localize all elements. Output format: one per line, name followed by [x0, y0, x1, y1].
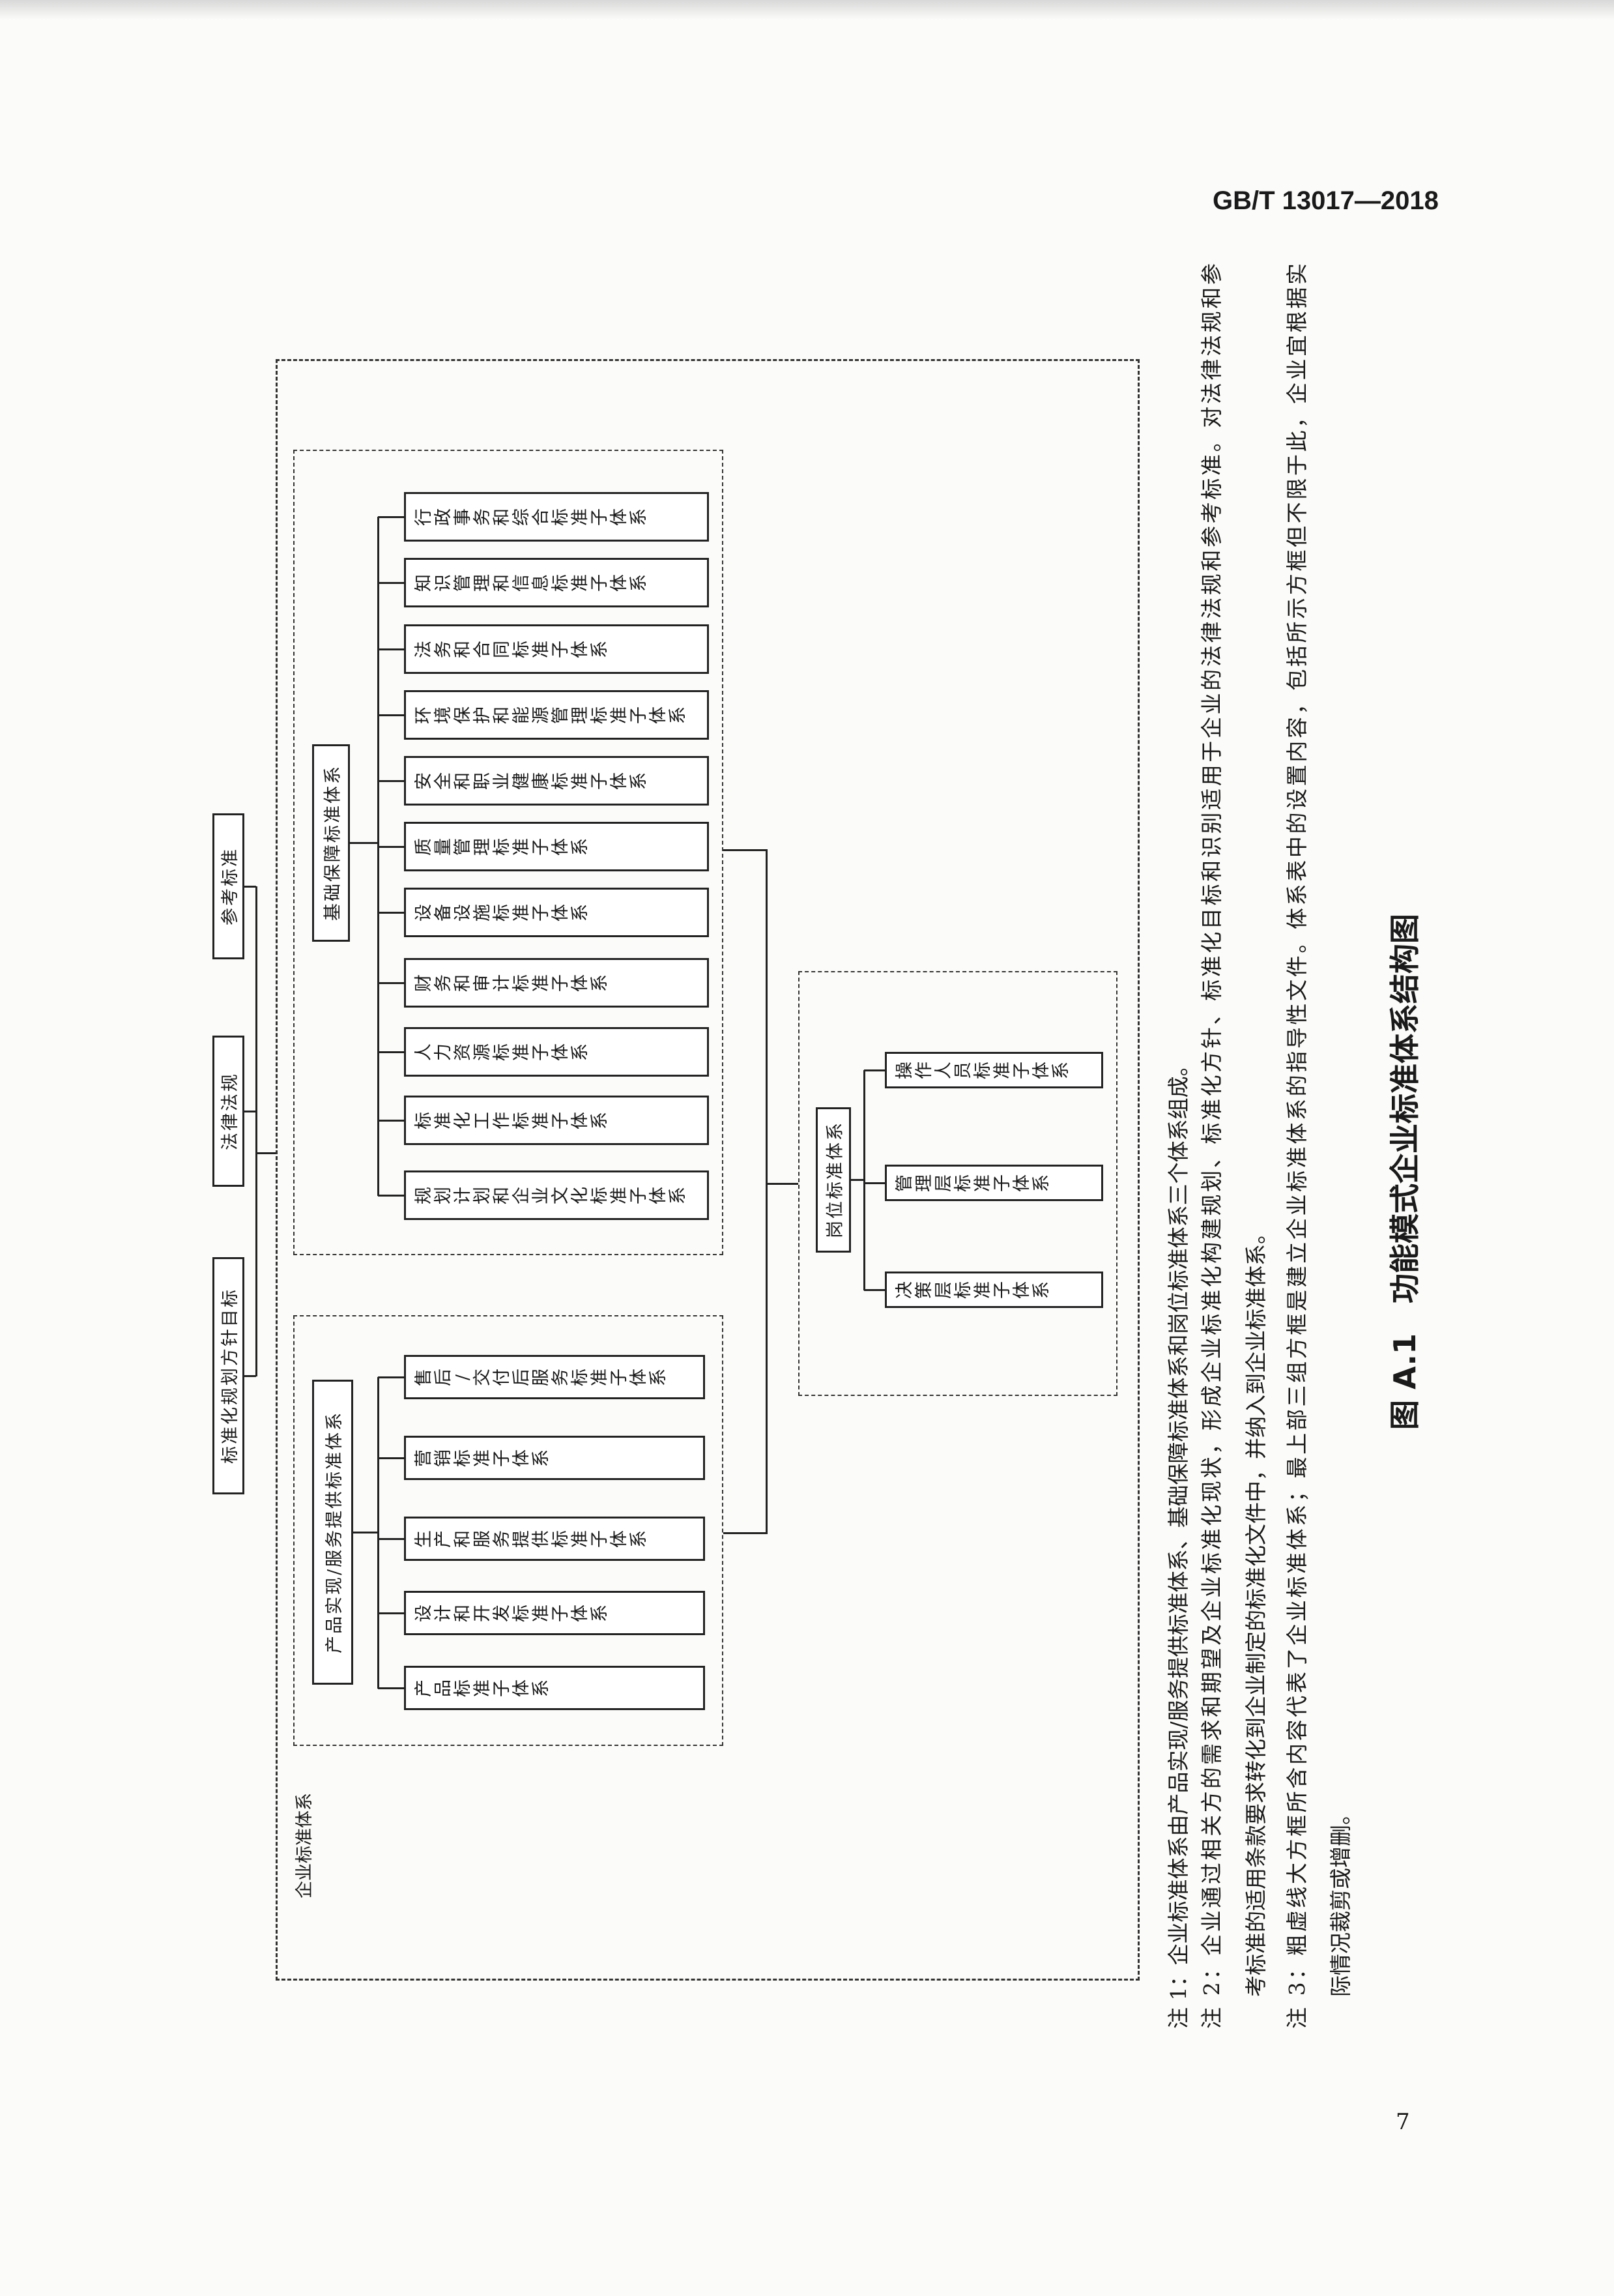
post-standard-title: 岗位标准体系 [816, 1107, 851, 1253]
connector [378, 582, 404, 584]
connector [766, 1183, 798, 1185]
connector [255, 886, 257, 1376]
enterprise-standard-system-frame [276, 359, 1140, 1981]
connector [353, 1532, 379, 1533]
connector [244, 886, 256, 888]
subsystem-label: 人力资源标准子体系 [414, 1043, 590, 1061]
page-number: 7 [1396, 2109, 1410, 2135]
connector [378, 1538, 404, 1540]
subsystem-label: 设备设施标准子体系 [414, 903, 590, 922]
guidance-box-laws: 法律法规 [212, 1036, 244, 1187]
figure-caption: 图 A.1 功能模式企业标准体系结构图 [1387, 914, 1422, 1430]
subsystem-label: 知识管理和信息标准子体系 [414, 574, 649, 592]
connector [244, 1375, 256, 1377]
note-3-line-1: 注 3：粗虚线大方框所含内容代表了企业标准体系；最上部三组方框是建立企业标准体系… [1284, 263, 1310, 2029]
connector [350, 842, 379, 844]
connector [378, 846, 404, 848]
basic-subsystem-box: 人力资源标准子体系 [404, 1027, 709, 1077]
connector [378, 714, 404, 716]
subsystem-label: 安全和职业健康标准子体系 [414, 772, 649, 790]
group-title: 基础保障标准体系 [323, 764, 343, 922]
product-realization-title: 产品实现/服务提供标准体系 [312, 1380, 353, 1685]
post-standard-frame [798, 971, 1117, 1396]
subsystem-label: 质量管理标准子体系 [414, 837, 590, 856]
note-1: 注 1：企业标准体系由产品实现/服务提供标准体系、基础保障标准体系和岗位标准体系… [1166, 1054, 1191, 2029]
connector [723, 849, 767, 851]
connector [864, 1069, 885, 1071]
subsystem-label: 生产和服务提供标准子体系 [414, 1530, 649, 1548]
basic-subsystem-box: 环境保护和能源管理标准子体系 [404, 690, 709, 740]
scan-edge [0, 0, 1614, 20]
guidance-label: 参考标准 [220, 847, 240, 925]
connector [378, 1612, 404, 1614]
subsystem-label: 标准化工作标准子体系 [414, 1111, 610, 1129]
subsystem-label: 售后/交付后服务标准子体系 [414, 1368, 669, 1386]
note-3-line-2: 际情况裁剪或增删。 [1328, 1803, 1353, 1997]
subsystem-label: 规划计划和企业文化标准子体系 [414, 1186, 688, 1204]
connector [378, 1687, 404, 1689]
standard-number: GB/T 13017—2018 [1213, 186, 1439, 215]
product-realization-frame [293, 1315, 723, 1746]
product-subsystem-box: 产品标准子体系 [404, 1666, 705, 1710]
subsystem-label: 法务和合同标准子体系 [414, 640, 610, 658]
guidance-box-reference-standards: 参考标准 [212, 813, 244, 959]
post-subsystem-box: 操作人员标准子体系 [885, 1052, 1103, 1088]
connector [378, 1120, 404, 1122]
note-2-line-1: 注 2：企业通过相关方的需求和期望及企业标准化现状，形成企业标准化构建规划、标准… [1199, 263, 1224, 2029]
connector [378, 1051, 404, 1053]
connector [377, 1377, 379, 1689]
connector [378, 516, 404, 518]
connector [378, 780, 404, 782]
connector [378, 1457, 404, 1459]
basic-subsystem-box: 质量管理标准子体系 [404, 822, 709, 871]
post-subsystem-box: 决策层标准子体系 [885, 1272, 1103, 1308]
subsystem-label: 产品标准子体系 [414, 1679, 551, 1697]
group-title: 岗位标准体系 [825, 1121, 846, 1239]
connector [723, 1532, 767, 1534]
enterprise-standard-system-label: 企业标准体系 [295, 1793, 315, 1898]
post-subsystem-box: 管理层标准子体系 [885, 1165, 1103, 1201]
note-2-line-2: 考标准的适用条款要求转化到企业制定的标准化文件中，并纳入到企业标准体系。 [1243, 1223, 1269, 1997]
basic-subsystem-box: 规划计划和企业文化标准子体系 [404, 1170, 709, 1220]
subsystem-label: 财务和审计标准子体系 [414, 974, 610, 992]
subsystem-label: 决策层标准子体系 [895, 1281, 1052, 1299]
connector [256, 1152, 276, 1154]
subsystem-label: 环境保护和能源管理标准子体系 [414, 706, 688, 724]
connector [244, 1111, 256, 1112]
basic-subsystem-box: 行政事务和综合标准子体系 [404, 492, 709, 542]
subsystem-label: 操作人员标准子体系 [895, 1061, 1071, 1079]
basic-support-title: 基础保障标准体系 [312, 744, 350, 942]
basic-subsystem-box: 财务和审计标准子体系 [404, 958, 709, 1008]
guidance-label: 法律法规 [220, 1072, 240, 1150]
subsystem-label: 行政事务和综合标准子体系 [414, 508, 649, 526]
connector [378, 1195, 404, 1197]
product-subsystem-box: 售后/交付后服务标准子体系 [404, 1355, 705, 1399]
guidance-box-planning: 标准化规划方针目标 [212, 1257, 244, 1494]
guidance-label: 标准化规划方针目标 [220, 1288, 240, 1464]
connector [378, 982, 404, 984]
basic-subsystem-box: 法务和合同标准子体系 [404, 624, 709, 674]
basic-subsystem-box: 知识管理和信息标准子体系 [404, 558, 709, 607]
connector [851, 1179, 865, 1181]
connector [377, 517, 379, 1196]
product-subsystem-box: 营销标准子体系 [404, 1436, 705, 1480]
subsystem-label: 营销标准子体系 [414, 1449, 551, 1467]
basic-support-frame [293, 450, 723, 1255]
connector [864, 1289, 885, 1291]
connector [863, 1070, 865, 1290]
basic-subsystem-box: 标准化工作标准子体系 [404, 1096, 709, 1145]
group-title: 产品实现/服务提供标准体系 [324, 1410, 345, 1654]
connector [378, 912, 404, 914]
connector [766, 849, 768, 1534]
product-subsystem-box: 设计和开发标准子体系 [404, 1591, 705, 1635]
basic-subsystem-box: 安全和职业健康标准子体系 [404, 756, 709, 806]
basic-subsystem-box: 设备设施标准子体系 [404, 888, 709, 937]
product-subsystem-box: 生产和服务提供标准子体系 [404, 1517, 705, 1561]
connector [378, 648, 404, 650]
subsystem-label: 管理层标准子体系 [895, 1174, 1052, 1192]
subsystem-label: 设计和开发标准子体系 [414, 1604, 610, 1622]
connector [378, 1376, 404, 1378]
connector [864, 1182, 885, 1184]
